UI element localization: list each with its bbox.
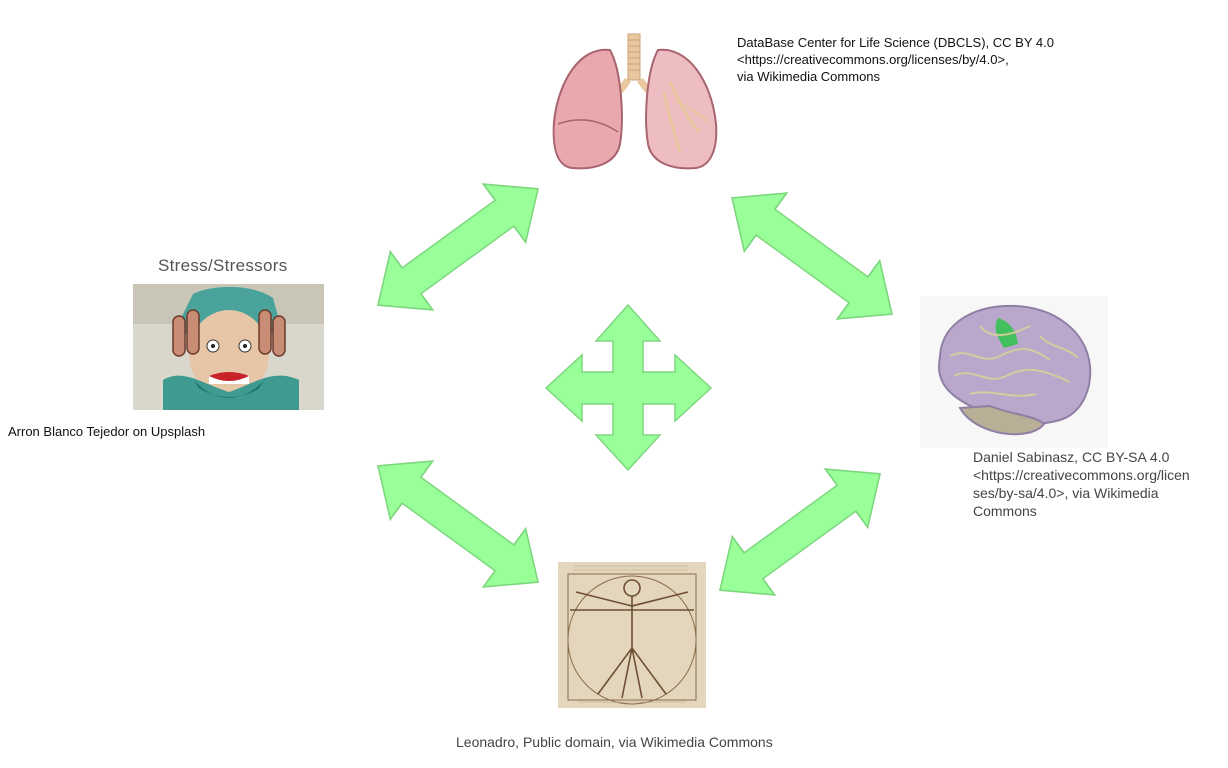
vitruvian-image <box>558 562 706 708</box>
arrow-stress-body <box>356 435 560 613</box>
arrow-stress-lungs <box>356 158 560 336</box>
brain-image <box>920 296 1108 448</box>
stress-credit: Arron Blanco Tejedor on Upsplash <box>8 424 206 439</box>
stress-title: Stress/Stressors <box>158 256 288 275</box>
brain-credit: Daniel Sabinasz, CC BY-SA 4.0 <https://c… <box>973 449 1190 519</box>
lungs-credit: DataBase Center for Life Science (DBCLS)… <box>737 35 1054 84</box>
lungs-image <box>552 33 718 170</box>
arrow-lungs-brain <box>710 167 914 345</box>
vitruvian-credit: Leonadro, Public domain, via Wikimedia C… <box>456 734 773 750</box>
center-cross-arrow <box>544 303 713 472</box>
stress-photo <box>133 284 324 410</box>
arrow-brain-body <box>698 443 902 621</box>
